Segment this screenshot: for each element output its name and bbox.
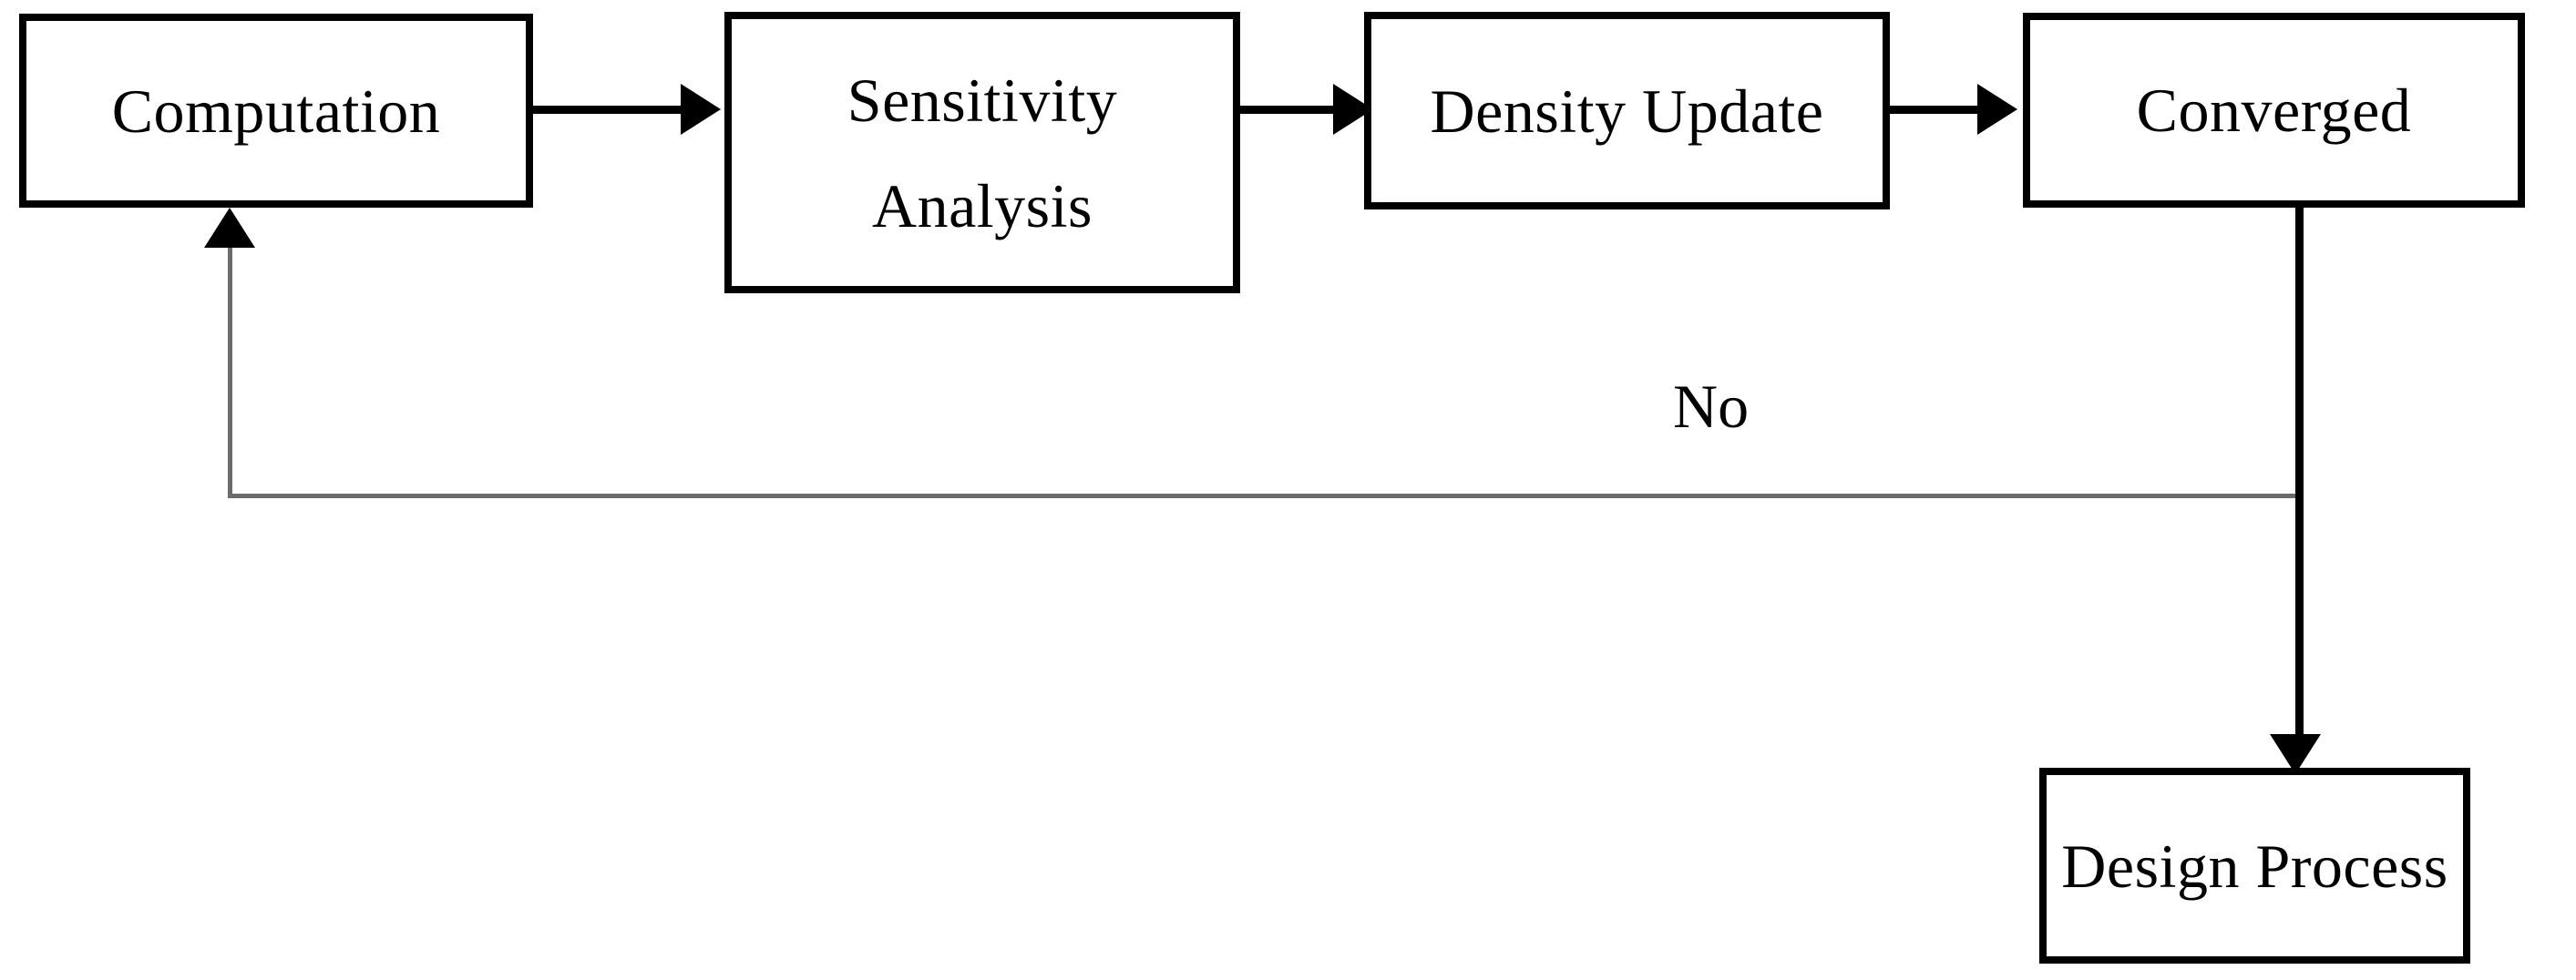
node-design-process[interactable]: Design Process (2039, 768, 2470, 964)
node-density-update[interactable]: Density Update (1364, 12, 1890, 209)
edge-converged-to-design-line (2295, 208, 2304, 745)
feedback-edge-horizontal-line (228, 494, 2301, 498)
edge-label-no: No (1673, 372, 1750, 441)
edge-computation-to-sensitivity-arrowhead-icon (681, 84, 721, 135)
feedback-edge-vertical-line (228, 248, 232, 495)
edge-computation-to-sensitivity-line (533, 106, 682, 114)
node-density-update-label: Density Update (1430, 76, 1824, 146)
node-converged-label: Converged (2136, 76, 2412, 145)
node-computation[interactable]: Computation (19, 14, 533, 208)
edge-converged-to-design-arrowhead-icon (2270, 734, 2321, 774)
feedback-edge-arrowhead-icon (204, 208, 255, 248)
edge-density-to-converged-arrowhead-icon (1977, 84, 2017, 135)
node-sensitivity-analysis-label: Sensitivity Analysis (847, 65, 1118, 240)
edge-density-to-converged-line (1890, 106, 1983, 114)
node-design-process-label: Design Process (2061, 831, 2448, 901)
node-computation-label: Computation (111, 76, 441, 146)
node-sensitivity-analysis[interactable]: Sensitivity Analysis (724, 12, 1240, 293)
node-converged[interactable]: Converged (2023, 13, 2525, 208)
edge-sensitivity-to-density-line (1240, 106, 1339, 114)
